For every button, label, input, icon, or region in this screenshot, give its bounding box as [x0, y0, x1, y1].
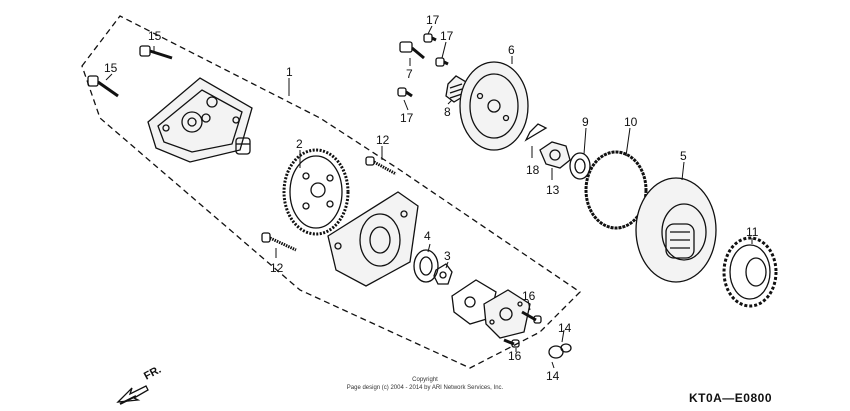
nut-13[interactable]	[539, 141, 571, 169]
callout-label: 15	[148, 29, 162, 43]
screw-17-lower[interactable]	[397, 87, 413, 98]
bolt-15-top[interactable]	[139, 45, 173, 60]
callout-label: 13	[546, 183, 560, 197]
callout-label: 12	[376, 133, 390, 147]
flange-hub-part-5[interactable]	[635, 177, 717, 283]
callout-numbers: 1 2 3 4 5 6 7 8 9 10 11 12 12 13 14 14 1…	[104, 13, 759, 383]
diagram-code: KT0A—E0800	[688, 391, 772, 405]
callout-label: 12	[270, 261, 284, 275]
callout-label: 6	[508, 43, 515, 57]
bolt-12-upper[interactable]	[365, 156, 397, 176]
callout-label: 9	[582, 115, 589, 129]
callout-label: 1	[286, 65, 293, 79]
gear-11[interactable]	[722, 236, 778, 308]
washer-9[interactable]	[569, 152, 591, 180]
callout-label: 11	[746, 225, 759, 239]
washer-14[interactable]	[548, 343, 572, 359]
inner-rotor-part[interactable]	[433, 263, 453, 285]
pump-body-part[interactable]	[327, 191, 419, 287]
callout-label: 4	[424, 229, 431, 243]
callout-label: 18	[526, 163, 540, 177]
bolt-12-lower[interactable]	[261, 232, 297, 252]
callout-label: 7	[406, 67, 413, 81]
callout-label: 17	[426, 13, 440, 27]
bolt-15-left[interactable]	[87, 75, 119, 98]
callout-label: 16	[508, 349, 522, 363]
outer-rotor-part[interactable]	[413, 249, 439, 283]
pump-cover-part[interactable]	[147, 77, 253, 163]
callout-label: 17	[440, 29, 454, 43]
callout-label: 14	[558, 321, 572, 335]
pump-gasket-part[interactable]	[483, 289, 531, 339]
driven-sprocket-part[interactable]	[282, 148, 350, 236]
bolt-7[interactable]	[399, 41, 425, 60]
dowel-pin-part[interactable]	[235, 137, 251, 155]
callout-label: 8	[444, 105, 451, 119]
front-direction-arrow	[116, 385, 149, 405]
screw-17-middle[interactable]	[435, 57, 449, 67]
clutch-outer-part[interactable]	[459, 61, 529, 151]
callout-label: 3	[444, 249, 451, 263]
leader-lines	[105, 25, 753, 369]
screw-16-upper[interactable]	[521, 310, 542, 324]
callout-label: 5	[680, 149, 687, 163]
screw-17-top[interactable]	[423, 33, 437, 43]
clip-18[interactable]	[524, 123, 548, 142]
screw-16-lower[interactable]	[503, 338, 520, 348]
copyright-line: Copyright	[412, 377, 438, 383]
copyright-notice: Page design (c) 2004 - 2014 by ARI Netwo…	[346, 385, 504, 391]
assembly-boundary	[81, 15, 582, 369]
callout-label: 10	[624, 115, 638, 129]
callout-label: 15	[104, 61, 118, 75]
callout-label: 2	[296, 137, 303, 151]
callout-label: 14	[546, 369, 560, 383]
callout-label: 17	[400, 111, 414, 125]
o-ring-10[interactable]	[584, 150, 648, 230]
callout-label: 16	[522, 289, 536, 303]
